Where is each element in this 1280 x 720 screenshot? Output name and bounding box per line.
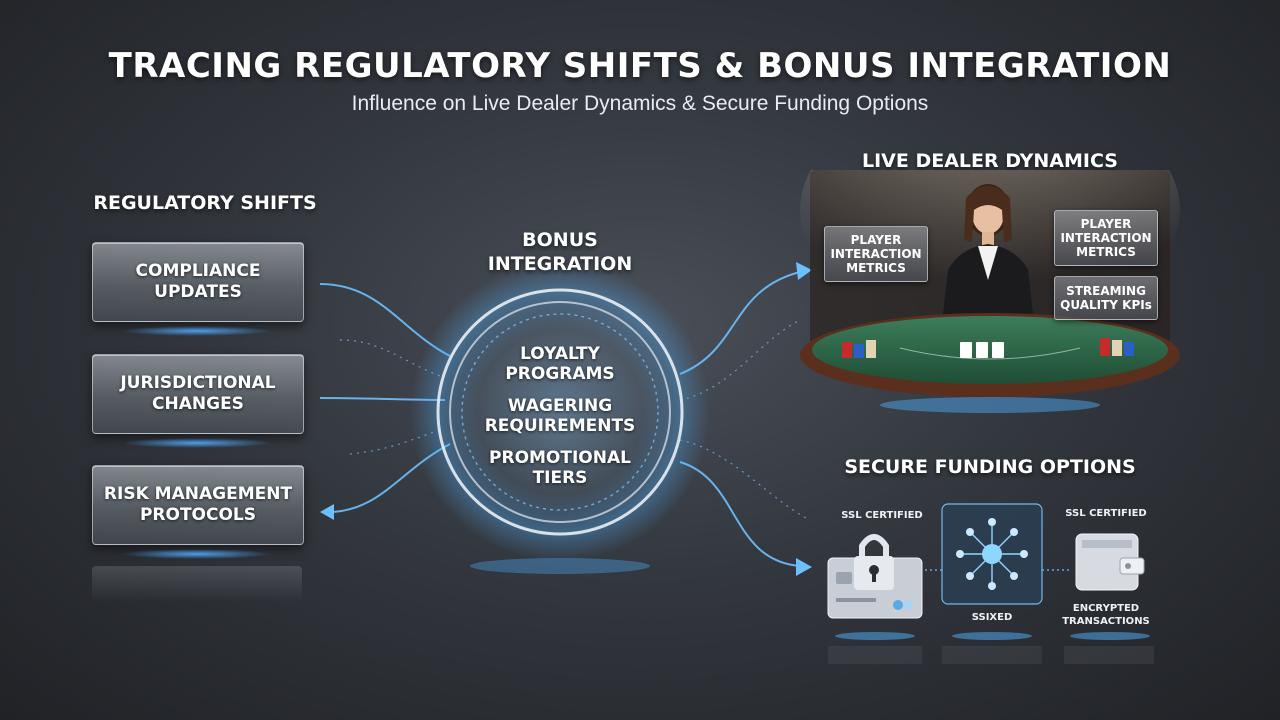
encrypted-transactions-label: ENCRYPTED TRANSACTIONS <box>1062 603 1150 627</box>
wagering-requirements-item: WAGERING REQUIREMENTS <box>484 396 636 436</box>
risk-management-box: RISK MANAGEMENT PROTOCOLS <box>92 465 304 545</box>
streaming-quality-tag: STREAMING QUALITY KPIs <box>1054 276 1158 320</box>
chip-stacks <box>842 338 1134 358</box>
live-dealer-heading: LIVE DEALER DYNAMICS <box>862 150 1118 172</box>
player-interaction-tag-right: PLAYER INTERACTION METRICS <box>1054 210 1158 266</box>
tag-label: PLAYER INTERACTION METRICS <box>830 233 922 275</box>
compliance-updates-box: COMPLIANCE UPDATES <box>92 242 304 322</box>
tag-label: STREAMING QUALITY KPIs <box>1060 284 1152 312</box>
jurisdictional-changes-label: JURISDICTIONAL CHANGES <box>120 373 276 414</box>
loyalty-programs-item: LOYALTY PROGRAMS <box>505 344 615 384</box>
page-title: TRACING REGULATORY SHIFTS & BONUS INTEGR… <box>108 46 1172 86</box>
tag-label: PLAYER INTERACTION METRICS <box>1060 217 1152 259</box>
bonus-outer-ring <box>436 288 684 536</box>
glow-underline <box>122 549 272 559</box>
card-lock-icon <box>827 534 923 619</box>
glow-underline <box>122 438 272 448</box>
promotional-tiers-item: PROMOTIONAL TIERS <box>489 448 631 488</box>
bonus-items: LOYALTY PROGRAMS WAGERING REQUIREMENTS P… <box>470 344 650 488</box>
risk-management-label: RISK MANAGEMENT PROTOCOLS <box>103 484 293 525</box>
box-reflection <box>92 566 302 602</box>
funding-icons <box>827 503 1154 664</box>
jurisdictional-changes-box: JURISDICTIONAL CHANGES <box>92 354 304 434</box>
wallet-icon <box>1075 533 1145 591</box>
ssl-certified-label-left: SSL CERTIFIED <box>841 510 923 521</box>
network-node-icon <box>941 503 1043 605</box>
ssl-certified-label-right: SSL CERTIFIED <box>1065 508 1147 519</box>
ssixed-label: SSIXED <box>971 612 1013 623</box>
funding-heading: SECURE FUNDING OPTIONS <box>844 456 1136 478</box>
glow-underline <box>122 326 272 336</box>
compliance-updates-label: COMPLIANCE UPDATES <box>135 261 261 302</box>
page-subtitle: Influence on Live Dealer Dynamics & Secu… <box>351 92 929 115</box>
bonus-heading: BONUS INTEGRATION <box>487 229 633 275</box>
player-interaction-tag-left: PLAYER INTERACTION METRICS <box>824 226 928 282</box>
regulatory-heading: REGULATORY SHIFTS <box>93 192 317 214</box>
